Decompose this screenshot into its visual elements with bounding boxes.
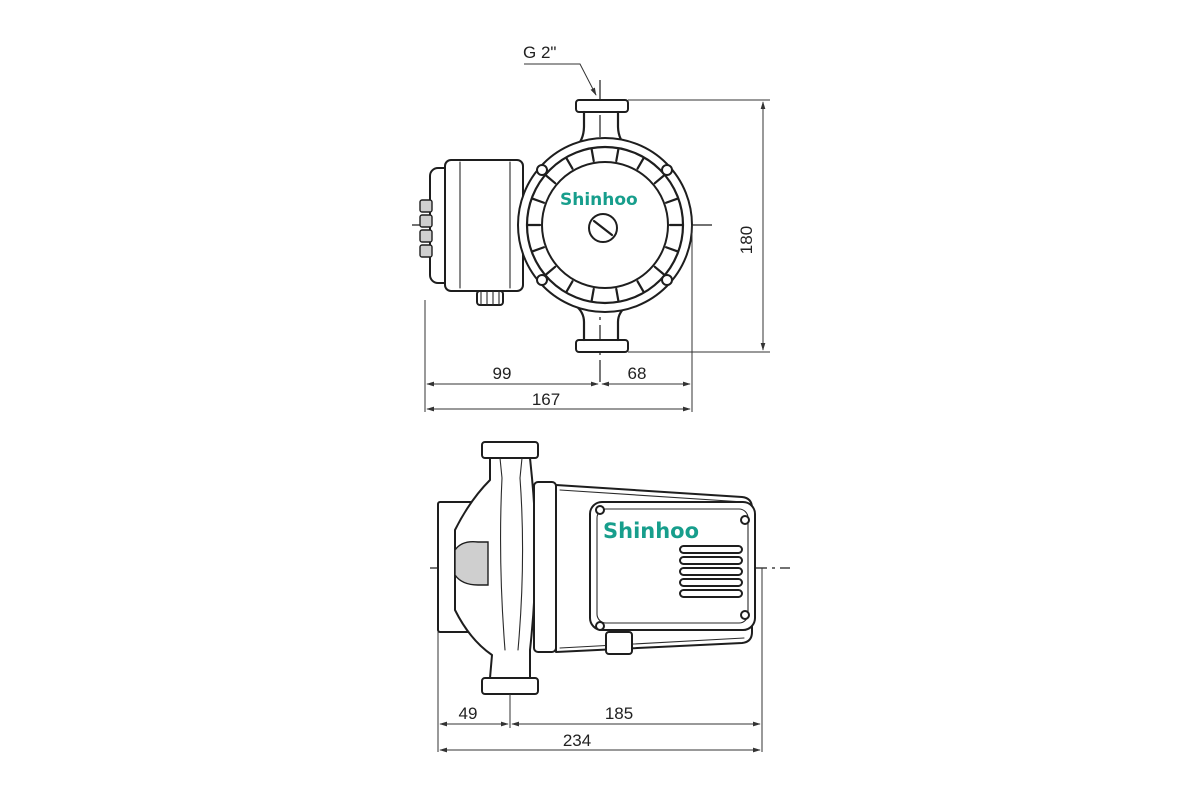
pump-housing	[437, 441, 539, 695]
bolt-icon	[661, 164, 673, 176]
bolt-icon	[661, 274, 673, 286]
side-view: Shinhoo 49 185 234	[430, 441, 790, 753]
cooling-rib	[531, 246, 546, 253]
bolt-icon	[536, 274, 548, 286]
cooling-rib	[664, 197, 679, 204]
inlet-stub	[454, 540, 489, 586]
connector	[605, 631, 633, 655]
cooling-rib	[615, 148, 620, 163]
length-dimensions: 49 185 234	[437, 568, 763, 753]
cooling-rib	[544, 265, 557, 276]
height-dimension: 180	[628, 99, 770, 353]
cooling-rib	[664, 246, 679, 253]
cooling-rib	[590, 287, 595, 302]
thread-callout: G 2"	[523, 43, 597, 96]
motor-head: Shinhoo	[517, 137, 693, 313]
right-length-label: 185	[605, 704, 633, 723]
brand-logo-top: Shinhoo	[560, 190, 638, 210]
total-length-label: 234	[563, 731, 591, 750]
cooling-rib	[615, 287, 620, 302]
terminal-box	[419, 159, 524, 306]
left-length-label: 49	[459, 704, 478, 723]
screw-icon	[740, 610, 750, 620]
height-dim-label: 180	[737, 226, 756, 254]
total-width-label: 167	[532, 390, 560, 409]
screw-icon	[595, 621, 605, 631]
cooling-rib	[653, 265, 666, 276]
cooling-rib	[565, 280, 574, 293]
right-width-label: 68	[628, 364, 647, 383]
bolt-icon	[536, 164, 548, 176]
outlet-flange	[481, 441, 539, 459]
width-dimensions: 99 68 167	[424, 225, 693, 412]
cooling-rib	[565, 157, 574, 170]
brand-logo-side: Shinhoo	[603, 519, 699, 543]
top-view: G 2"	[412, 43, 770, 412]
screw-icon	[595, 505, 605, 515]
cooling-rib	[544, 174, 557, 185]
cooling-rib	[636, 280, 645, 293]
screw-icon	[740, 515, 750, 525]
pipe-body-top	[573, 99, 630, 353]
left-width-label: 99	[493, 364, 512, 383]
cooling-rib	[590, 148, 595, 163]
cooling-rib	[636, 157, 645, 170]
inlet-flange	[481, 677, 539, 695]
vent-slots	[679, 545, 743, 598]
cooling-rib	[531, 197, 546, 204]
motor-body: Shinhoo	[533, 481, 756, 655]
cooling-rib	[653, 174, 666, 185]
cable-gland	[476, 290, 504, 306]
thread-label: G 2"	[523, 43, 556, 62]
